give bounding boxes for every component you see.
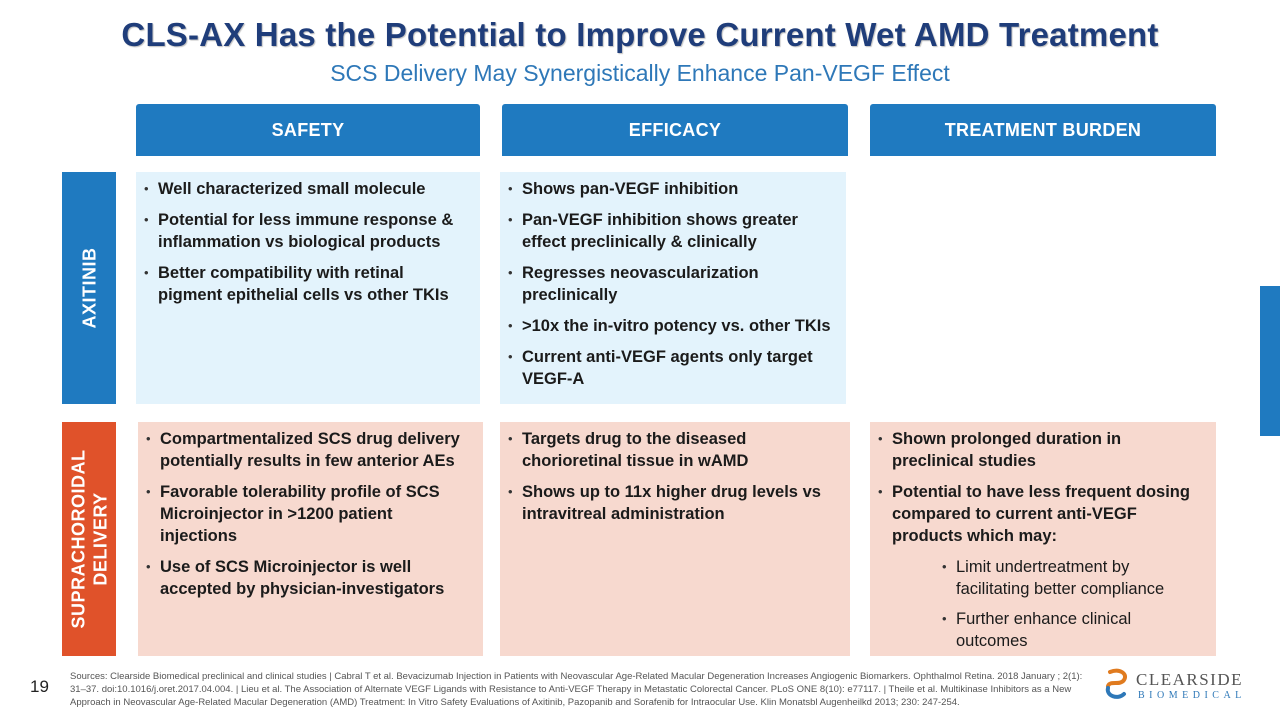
row-label-scs-line1: SUPRACHOROIDAL: [68, 449, 89, 629]
list-item: Shown prolonged duration in preclinical …: [878, 428, 1206, 472]
column-header-treatment-burden: TREATMENT BURDEN: [870, 104, 1216, 156]
cell-scs-safety: Compartmentalized SCS drug delivery pote…: [138, 422, 483, 656]
clearside-logo: CLEARSIDE BIOMEDICAL: [1104, 666, 1254, 706]
list-item: >10x the in-vitro potency vs. other TKIs: [508, 315, 836, 337]
sources-footnote: Sources: Clearside Biomedical preclinica…: [70, 671, 1083, 708]
cell-scs-treatment-burden: Shown prolonged duration in preclinical …: [870, 422, 1216, 656]
list-item: Compartmentalized SCS drug delivery pote…: [146, 428, 473, 472]
column-header-safety: SAFETY: [136, 104, 480, 156]
list-item: Regresses neovascularization preclinical…: [508, 262, 836, 306]
page-number: 19: [30, 677, 49, 696]
slide-subtitle: SCS Delivery May Synergistically Enhance…: [330, 60, 950, 86]
list-item: Shows pan-VEGF inhibition: [508, 178, 836, 200]
list-item: Potential to have less frequent dosing c…: [878, 481, 1206, 547]
list-item: Better compatibility with retinal pigmen…: [144, 262, 470, 306]
list-item: Current anti-VEGF agents only target VEG…: [508, 346, 836, 390]
row-label-axitinib: AXITINIB: [62, 172, 116, 404]
list-item: Well characterized small molecule: [144, 178, 470, 200]
list-item: Targets drug to the diseased chorioretin…: [508, 428, 840, 472]
row-label-scs-line2: DELIVERY: [90, 492, 111, 586]
sub-list-item: Further enhance clinical outcomes: [942, 608, 1206, 652]
list-item: Use of SCS Microinjector is well accepte…: [146, 556, 473, 600]
side-tab-marker: [1260, 286, 1280, 436]
list-item: Pan-VEGF inhibition shows greater effect…: [508, 209, 836, 253]
clearside-logo-icon: CLEARSIDE BIOMEDICAL: [1105, 668, 1246, 701]
row-label-axitinib-text: AXITINIB: [79, 247, 100, 329]
logo-line1: CLEARSIDE: [1136, 670, 1243, 689]
cell-axitinib-efficacy: Shows pan-VEGF inhibition Pan-VEGF inhib…: [500, 172, 846, 404]
cell-axitinib-safety: Well characterized small molecule Potent…: [136, 172, 480, 404]
list-item: Shows up to 11x higher drug levels vs in…: [508, 481, 840, 525]
cell-scs-efficacy: Targets drug to the diseased chorioretin…: [500, 422, 850, 656]
column-header-efficacy: EFFICACY: [502, 104, 848, 156]
slide-title: CLS-AX Has the Potential to Improve Curr…: [121, 16, 1159, 53]
sub-list-item: Limit undertreatment by facilitating bet…: [942, 556, 1206, 600]
list-item: Favorable tolerability profile of SCS Mi…: [146, 481, 473, 547]
list-item: Potential for less immune response & inf…: [144, 209, 470, 253]
logo-line2: BIOMEDICAL: [1138, 690, 1246, 701]
